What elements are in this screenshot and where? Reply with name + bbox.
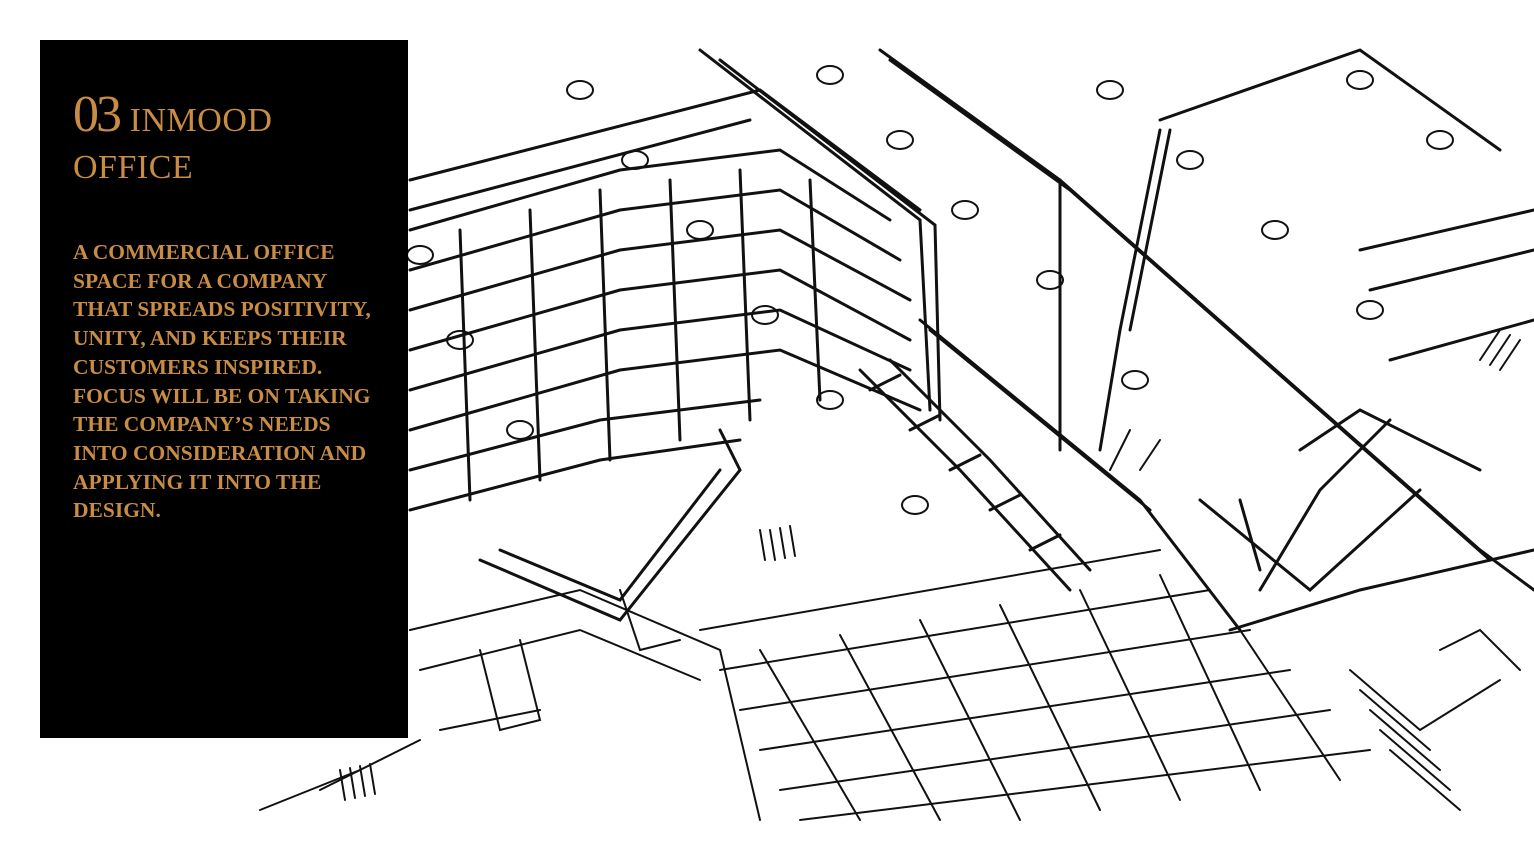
- project-description: A COMMERCIAL OFFICE SPACE FOR A COMPANY …: [73, 240, 371, 523]
- office-interior-sketch: [259, 48, 1534, 821]
- project-info-panel: [40, 40, 408, 738]
- project-title-line1: INMOOD: [129, 102, 273, 139]
- project-title-line2: OFFICE: [73, 149, 194, 186]
- project-number: 03: [73, 86, 122, 143]
- project-title: 03 INMOOD OFFICE: [73, 89, 393, 191]
